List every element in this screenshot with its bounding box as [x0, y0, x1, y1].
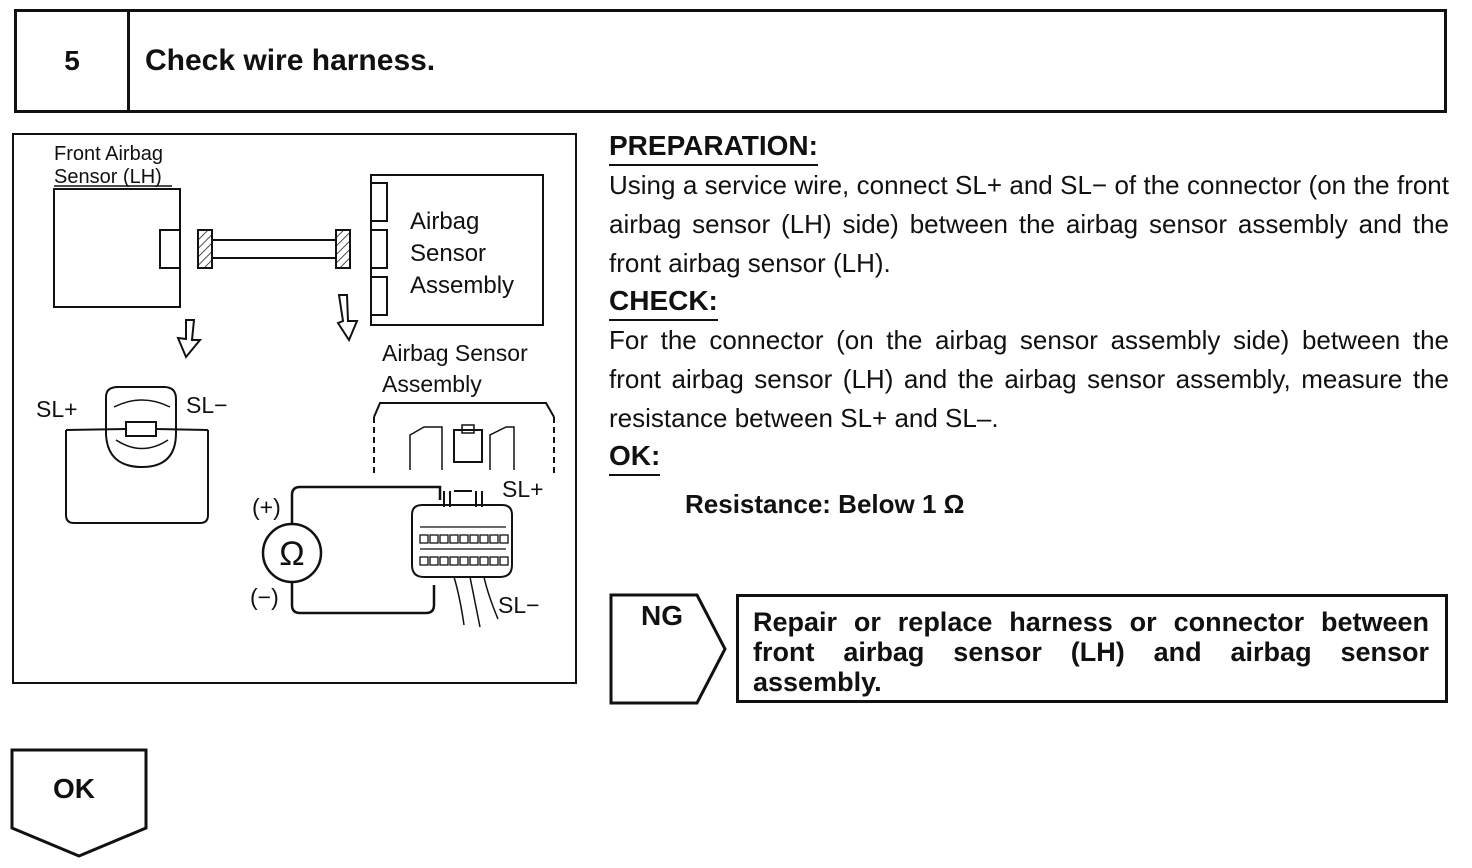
wiring-illustration: Front Airbag Sensor (LH) Airbag Sensor A…: [12, 133, 577, 684]
sl-minus-right-label: SL−: [498, 592, 540, 618]
meter-lead-positive: [290, 485, 442, 524]
assembly-view-label-line2: Assembly: [382, 371, 482, 397]
front-airbag-sensor-body: [53, 188, 181, 308]
assembly-label-line3: Assembly: [410, 272, 514, 299]
meter-lead-negative: [290, 582, 436, 615]
service-wire-loop: [65, 430, 209, 524]
ok-section: OK: Resistance: Below 1 Ω: [609, 438, 1449, 522]
meter-minus-label: (−): [250, 584, 279, 610]
ok-label: OK: [53, 773, 95, 804]
meter-plus-label: (+): [252, 494, 281, 520]
down-arrow-left-icon: [176, 319, 203, 359]
connector-left-hatched: [197, 229, 213, 269]
check-section: CHECK: For the connector (on the airbag …: [609, 283, 1449, 438]
sl-plus-right-label: SL+: [502, 476, 544, 502]
assembly-connector-face: [411, 504, 513, 578]
down-arrow-right-icon: [336, 294, 359, 343]
preparation-section: PREPARATION: Using a service wire, conne…: [609, 128, 1449, 283]
step-title: Check wire harness.: [145, 44, 436, 77]
check-text: For the connector (on the airbag sensor …: [609, 325, 1449, 433]
sl-minus-left-label: SL−: [186, 392, 228, 418]
wiring-diagram-svg: Front Airbag Sensor (LH) Airbag Sensor A…: [36, 143, 555, 628]
ng-action-box: Repair or replace harness or connector b…: [736, 594, 1448, 703]
step-header: 5 Check wire harness.: [14, 9, 1447, 113]
instructions: PREPARATION: Using a service wire, conne…: [609, 128, 1449, 522]
sensor-connector-socket: [159, 229, 181, 269]
ng-label: NG: [641, 600, 683, 631]
wire-bundle: [453, 576, 499, 628]
ok-heading: OK:: [609, 438, 661, 476]
connector-closeup-left: [105, 386, 177, 469]
assembly-label-line2: Sensor: [410, 240, 486, 267]
assembly-view-label-line1: Airbag Sensor: [382, 340, 528, 366]
preparation-text: Using a service wire, connect SL+ and SL…: [609, 170, 1449, 278]
sensor-label-line1: Front Airbag: [54, 143, 163, 165]
step-number: 5: [17, 12, 130, 110]
check-heading: CHECK:: [609, 283, 718, 321]
meter-omega-symbol: Ω: [279, 535, 304, 573]
resistance-spec: Resistance: Below 1 Ω: [685, 489, 965, 519]
connector-right-hatched: [335, 229, 351, 269]
sensor-label-line2: Sensor (LH): [54, 166, 162, 188]
ok-flow-arrow[interactable]: [10, 748, 150, 860]
preparation-heading: PREPARATION:: [609, 128, 818, 166]
assembly-label-line1: Airbag: [410, 208, 479, 235]
ng-flow-arrow[interactable]: [609, 593, 729, 705]
sl-plus-left-label: SL+: [36, 396, 78, 422]
